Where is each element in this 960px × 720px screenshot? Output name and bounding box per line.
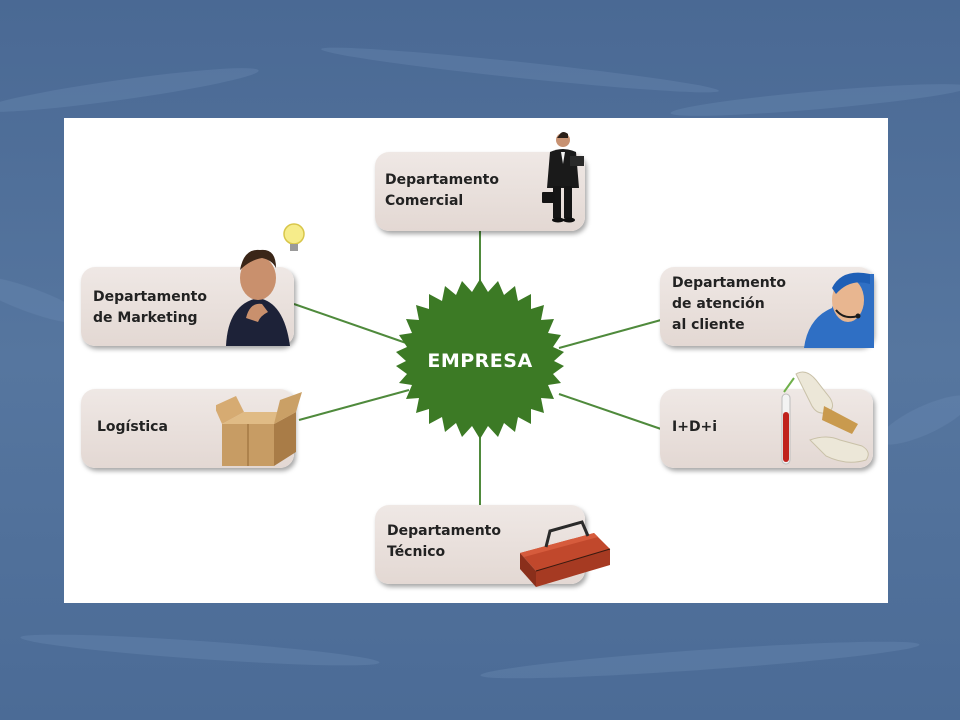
connector-atencion <box>558 319 662 349</box>
connector-logistica <box>298 389 410 421</box>
center-label: EMPRESA <box>427 350 533 372</box>
diagram-panel: EMPRESA Departamento Comercial Departame… <box>64 118 888 603</box>
node-atencion-label: Departamento de atención al cliente <box>672 275 786 333</box>
thinking-man-icon <box>226 223 305 346</box>
cardboard-box-icon <box>216 392 302 466</box>
connector-marketing <box>293 303 410 345</box>
node-logistica-label: Logística <box>97 419 168 435</box>
connector-idi <box>558 393 662 430</box>
node-tecnico: Departamento Técnico <box>375 505 585 584</box>
connector-lines <box>293 231 662 505</box>
node-tecnico-label: Departamento Técnico <box>387 523 501 560</box>
node-comercial: Departamento Comercial <box>375 152 585 231</box>
businessman-icon <box>542 132 584 223</box>
node-idi-label: I+D+i <box>672 419 718 435</box>
node-comercial-label: Departamento Comercial <box>385 172 499 209</box>
headset-agent-icon <box>804 272 874 348</box>
node-marketing-label: Departamento de Marketing <box>93 289 207 326</box>
toolbox-icon <box>520 520 611 587</box>
empresa-starburst <box>396 279 564 439</box>
test-tube-icon <box>781 371 869 465</box>
